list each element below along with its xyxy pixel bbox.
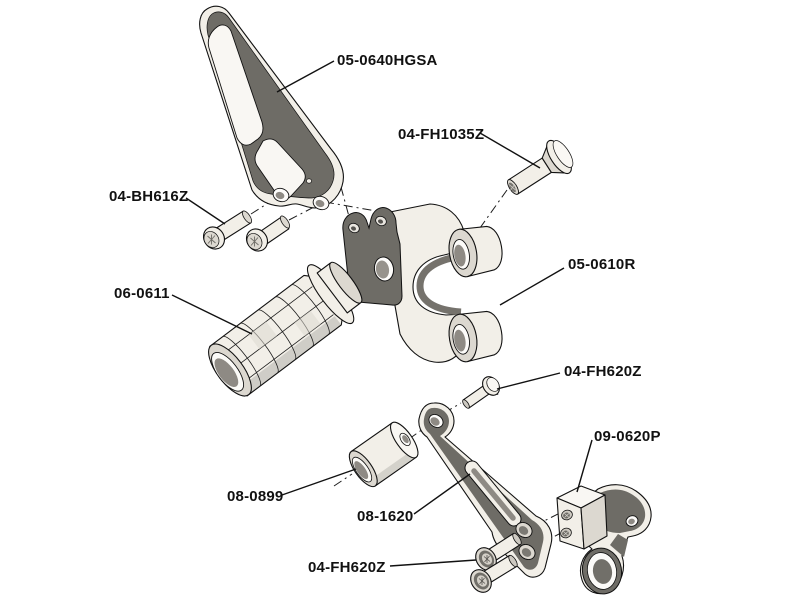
button-head-screw-2 [245, 215, 291, 252]
main-bracket-part [342, 203, 503, 363]
screw-torx-star [483, 555, 491, 563]
clevis-neck [610, 534, 628, 557]
lever-arm-part [418, 402, 553, 578]
leader-line [171, 294, 253, 335]
part-label-button-screws: 04-BH616Z [109, 188, 188, 205]
lever-arm-slot-shadow [471, 468, 516, 521]
flathead-screw-small-part [462, 376, 500, 409]
screw-tip [279, 215, 291, 229]
screw-torx-star [478, 577, 486, 585]
part-label-heel-guard: 05-0640HGSA [337, 52, 438, 69]
leader-line [479, 132, 541, 169]
centerline [324, 201, 377, 212]
bracket-top-boss [448, 225, 503, 278]
part-label-screw-pair: 04-FH620Z [308, 559, 386, 576]
lever-arm-boss-hole [515, 522, 533, 538]
part-label-clevis: 09-0620P [594, 428, 661, 445]
leader-line [413, 473, 471, 515]
part-label-main-bracket: 05-0610R [568, 256, 635, 273]
screw-tip [462, 399, 470, 409]
footpeg-part [208, 261, 363, 397]
bracket-center-hole [373, 256, 395, 282]
leader-lines [171, 60, 593, 567]
part-label-spacer: 08-0899 [227, 488, 283, 505]
screw-torx-star [207, 234, 216, 245]
lever-arm-boss-hole [518, 544, 536, 560]
flathead-screw-lower-1 [475, 532, 522, 571]
spacer-bore [354, 461, 369, 480]
bracket-inner-curve-shade [416, 252, 463, 316]
clevis-tab-hole [625, 515, 639, 527]
bolt-torx-star [508, 183, 517, 192]
footpeg-knurl-cell [248, 321, 277, 350]
heel-guard-mounting-hole [312, 195, 330, 211]
spacer-far-hole-shadow [402, 435, 409, 444]
clevis-bore [592, 559, 613, 584]
heel-guard-lower-cutout [254, 138, 306, 200]
leader-line [185, 197, 226, 225]
bracket-tab-hole [375, 215, 387, 227]
clevis-thread-hole [560, 527, 572, 539]
clevis-part [556, 484, 652, 595]
heel-guard-mounting-hole [272, 187, 290, 203]
heel-guard-small-hole [306, 178, 312, 184]
leader-line [276, 60, 335, 93]
screw-tip [512, 532, 522, 546]
centerline [288, 205, 317, 221]
footpeg-shade [240, 316, 342, 396]
bracket-bottom-boss [448, 310, 503, 363]
heel-guard-upper-cutout [207, 24, 264, 146]
clevis-thread-hole [561, 509, 573, 521]
flathead-screw-lower-2 [470, 554, 518, 593]
leader-line [499, 267, 565, 306]
leader-line [496, 372, 561, 390]
part-label-bolt-large: 04-FH1035Z [398, 126, 484, 143]
bracket-tab-hole [348, 222, 360, 234]
part-labels: 05-0640HGSA 04-FH1035Z 04-BH616Z 06-0611… [109, 52, 661, 576]
bolt-head-top [552, 140, 574, 168]
footpeg-bore [214, 358, 239, 387]
screw-torx-star [250, 236, 259, 247]
spacer-tube-part [348, 421, 419, 488]
lever-arm-pivot-hole [428, 414, 444, 428]
button-head-screw-1 [202, 210, 253, 250]
footpeg-stub-end [329, 261, 363, 304]
leader-line [576, 439, 593, 493]
screw-tip [508, 554, 518, 568]
spacer-shade [370, 450, 417, 486]
clevis-block-side [580, 494, 608, 550]
flathead-screw-pair-part [470, 532, 522, 593]
screw-tip [241, 210, 253, 224]
centerline [333, 473, 353, 487]
part-label-footpeg: 06-0611 [114, 285, 170, 302]
flathead-bolt-large-part [507, 139, 574, 195]
screw-head-top [486, 377, 500, 392]
part-label-screw-small: 04-FH620Z [564, 363, 642, 380]
leader-line [389, 559, 477, 567]
heel-guard-part [199, 5, 344, 211]
leader-line [281, 468, 357, 496]
footpeg-knurl-cell [294, 310, 321, 337]
part-label-lever-arm: 08-1620 [357, 508, 413, 525]
